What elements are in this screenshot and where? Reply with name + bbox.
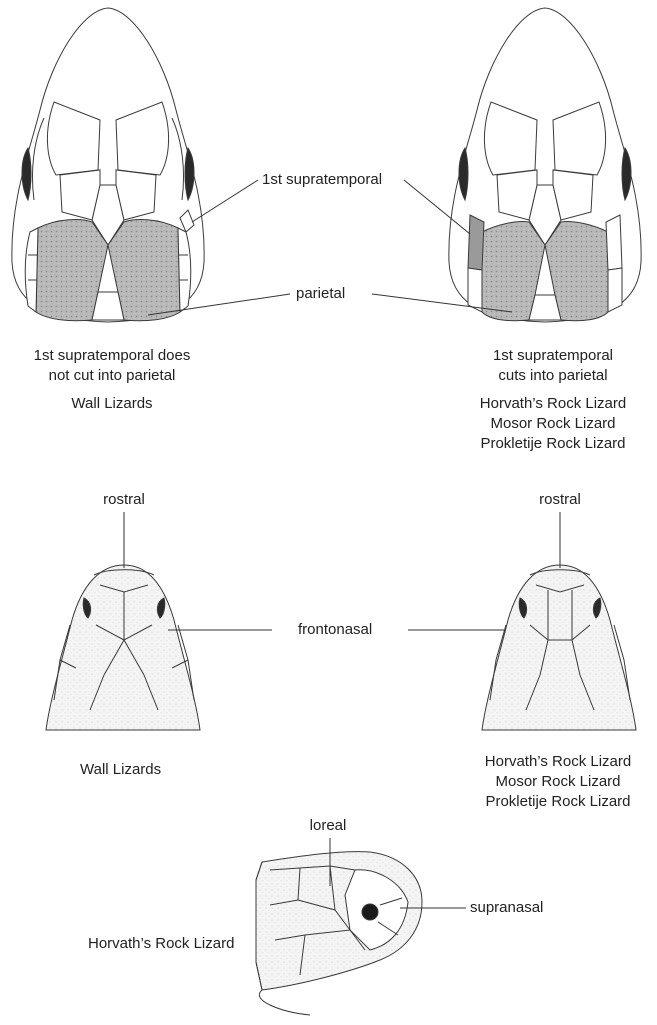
group-label: Wall Lizards [34, 394, 191, 414]
caption-line: 1st supratemporal [480, 346, 626, 366]
caption-line: not cut into parietal [34, 366, 191, 386]
caption-line: 1st supratemporal does [34, 346, 191, 366]
head-side-bottom [256, 852, 422, 1015]
species-label-bottom: Horvath’s Rock Lizard [88, 934, 234, 954]
species-label: Mosor Rock Lizard [485, 772, 631, 792]
group-label-middle-left: Wall Lizards [80, 760, 161, 780]
head-top-left [12, 8, 204, 322]
label-first-supratemporal: 1st supratemporal [262, 170, 382, 190]
label-loreal: loreal [310, 816, 347, 836]
species-label: Prokletije Rock Lizard [485, 792, 631, 812]
head-top-right [449, 8, 641, 322]
species-label: Horvath’s Rock Lizard [485, 752, 631, 772]
snout-middle-right [482, 565, 636, 730]
caption-middle-right: Horvath’s Rock Lizard Mosor Rock Lizard … [485, 752, 631, 812]
label-rostral-left: rostral [103, 490, 145, 510]
snout-middle-left [46, 565, 200, 730]
label-parietal: parietal [296, 284, 345, 304]
caption-top-left: 1st supratemporal does not cut into pari… [34, 346, 191, 414]
caption-top-right: 1st supratemporal cuts into parietal Hor… [480, 346, 626, 454]
label-frontonasal: frontonasal [298, 620, 372, 640]
species-label: Mosor Rock Lizard [480, 414, 626, 434]
species-label: Prokletije Rock Lizard [480, 434, 626, 454]
label-supranasal: supranasal [470, 898, 543, 918]
leader-lines-middle [124, 512, 560, 630]
caption-line: cuts into parietal [480, 366, 626, 386]
label-rostral-right: rostral [539, 490, 581, 510]
species-label: Horvath’s Rock Lizard [480, 394, 626, 414]
